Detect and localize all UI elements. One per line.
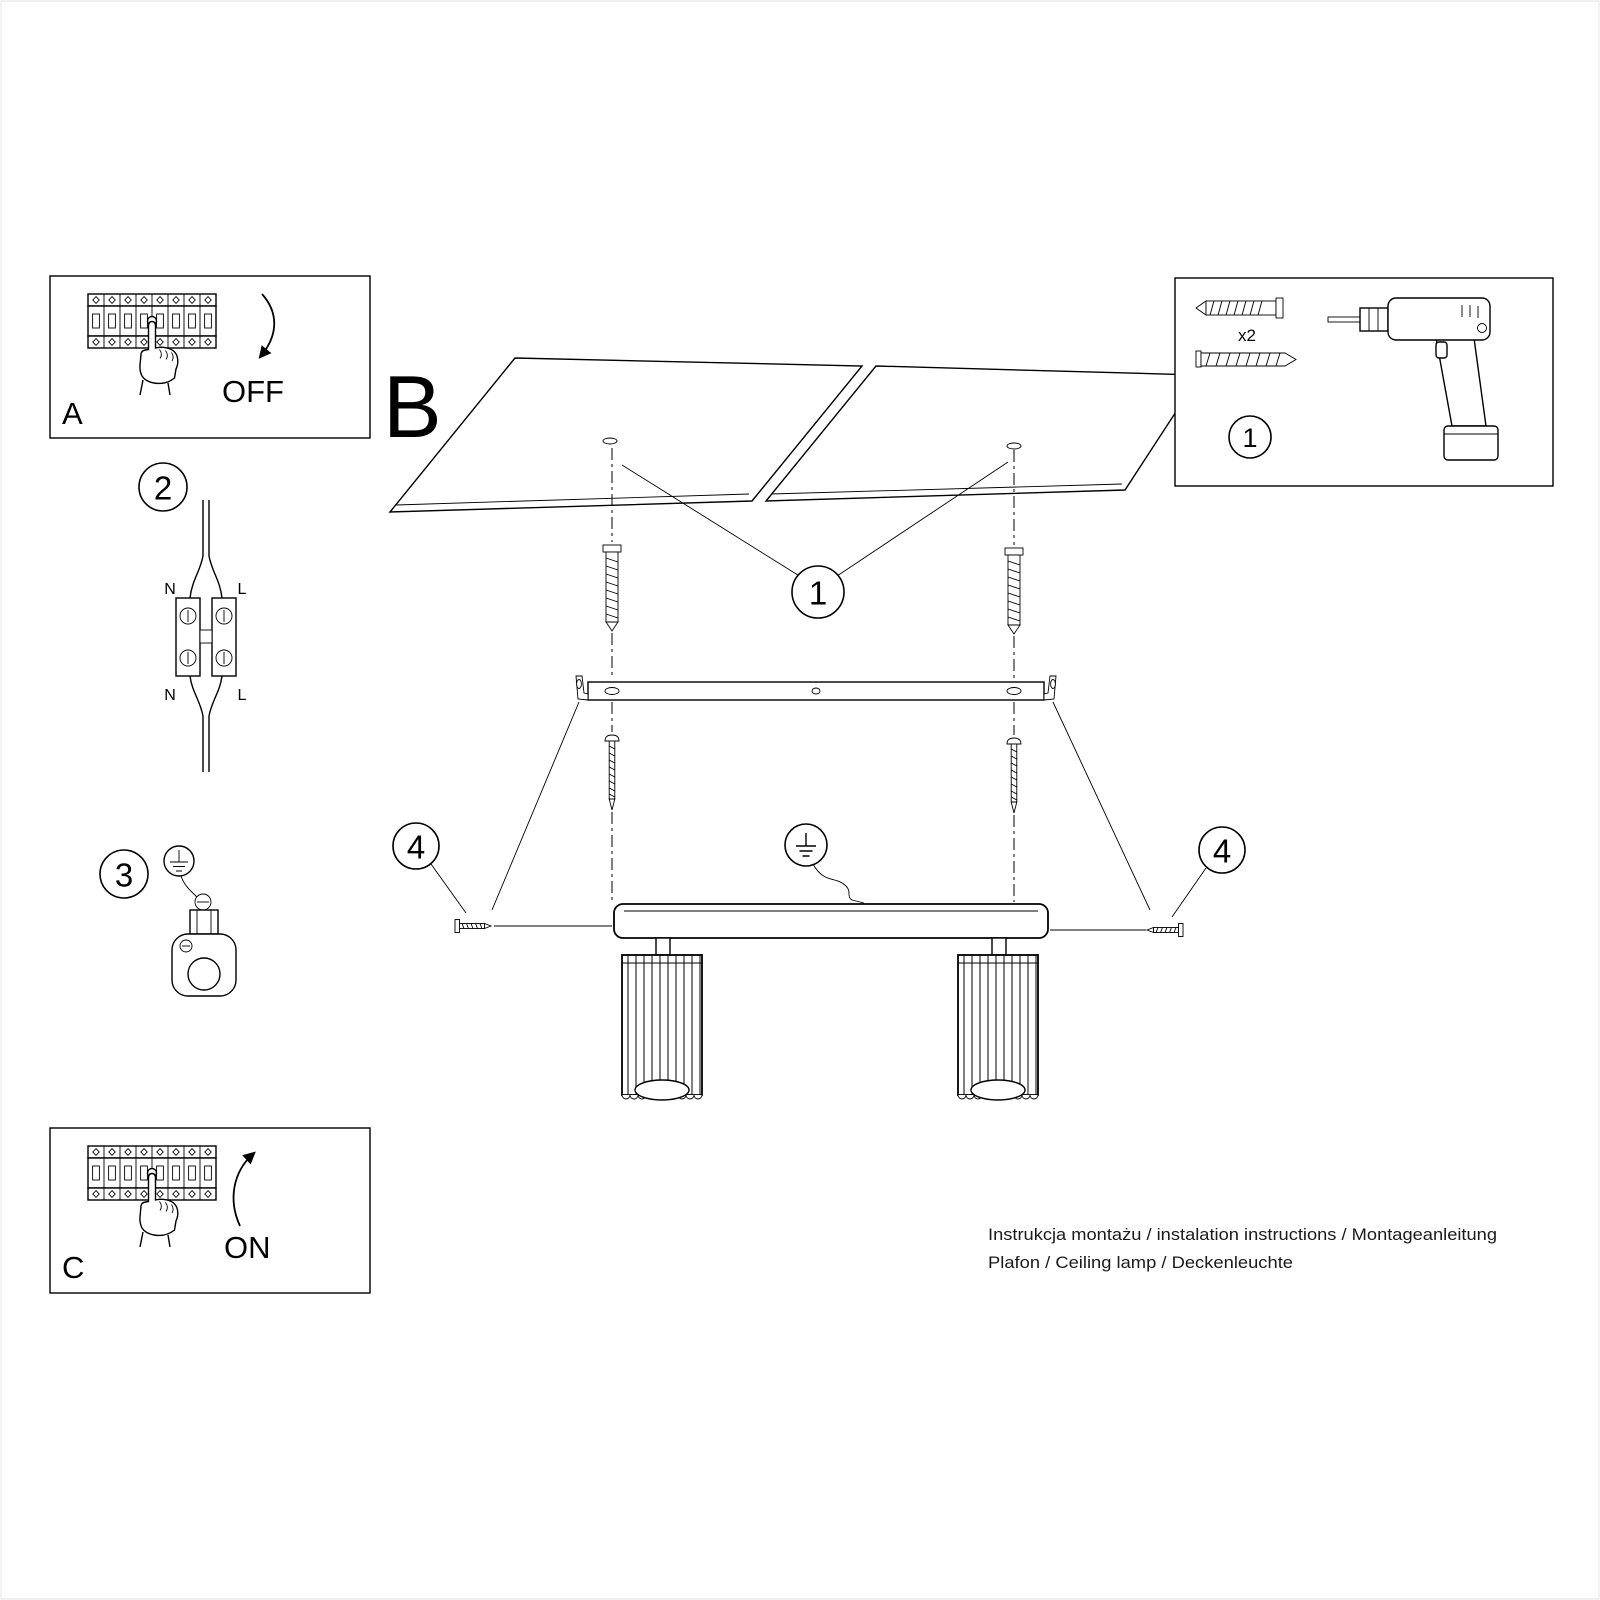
wire-n-bottom-label: N	[164, 687, 176, 704]
section-b-label: B	[383, 357, 442, 456]
ground-symbol-small	[163, 845, 195, 877]
diffuser-left	[634, 1079, 690, 1101]
diffuser-right	[970, 1079, 1026, 1101]
wall-plug-icon	[1195, 297, 1284, 319]
drill-icon	[1327, 297, 1499, 461]
wire-split-top	[189, 555, 223, 599]
callout-1-main: 1	[621, 461, 1009, 619]
step-3-ground: 3	[99, 845, 237, 997]
switch-up-arrow-icon	[232, 1151, 256, 1227]
wall-anchor-left	[602, 544, 622, 632]
wire-l-top-label: L	[238, 581, 247, 598]
alignment-lines	[491, 701, 1151, 911]
lamp-shade-left	[621, 954, 703, 1101]
terminal-block	[175, 597, 237, 677]
callout-1-box-label: 1	[1242, 423, 1257, 453]
cable-bottom	[202, 716, 210, 772]
wire-split-bottom	[189, 675, 223, 717]
mounting-screw-left	[604, 734, 620, 811]
ceiling-lamp	[613, 903, 1049, 1101]
cable-top	[202, 500, 210, 556]
ground-symbol	[784, 823, 865, 904]
mounting-screw-right	[1006, 737, 1022, 814]
callout-4-right-label: 4	[1213, 833, 1231, 870]
callout-4-left: 4	[392, 822, 467, 914]
callout-3-label: 3	[115, 857, 133, 894]
on-label: ON	[224, 1230, 271, 1265]
screw-icon	[1195, 350, 1297, 368]
step-c-label: C	[62, 1250, 84, 1285]
callout-4-right: 4	[1171, 826, 1246, 918]
side-screw-left	[454, 919, 492, 933]
mounting-bracket	[575, 675, 1057, 701]
step-a-power-off: A OFF	[49, 275, 371, 439]
step-a-label: A	[62, 396, 83, 431]
anchor-quantity: x2	[1238, 326, 1256, 345]
callout-2-label: 2	[154, 470, 172, 507]
ceiling-panels	[388, 357, 1202, 513]
wall-anchor-right	[1004, 547, 1024, 635]
step-2-wiring: 2 N L N L	[138, 462, 247, 772]
callout-1-main-label: 1	[809, 575, 827, 612]
ceiling-hole-right	[1006, 442, 1022, 450]
callout-4-left-label: 4	[407, 829, 425, 866]
ceiling-hole-left	[602, 437, 618, 445]
off-label: OFF	[222, 374, 284, 409]
footer-line-1: Instrukcja montażu / instalation instruc…	[988, 1225, 1497, 1244]
lamp-stem-left	[655, 937, 671, 956]
ground-terminal	[171, 893, 237, 997]
step-c-power-on: C ON	[49, 1127, 371, 1294]
wire-n-top-label: N	[164, 581, 176, 598]
lamp-stem-right	[991, 937, 1007, 956]
footer-line-2: Plafon / Ceiling lamp / Deckenleuchte	[988, 1253, 1293, 1272]
lamp-shade-right	[957, 954, 1039, 1101]
hardware-box: x2 1	[1174, 277, 1554, 487]
wire-l-bottom-label: L	[238, 687, 247, 704]
switch-down-arrow-icon	[258, 293, 275, 359]
side-screw-right	[1146, 923, 1184, 937]
lamp-canopy	[613, 903, 1049, 939]
